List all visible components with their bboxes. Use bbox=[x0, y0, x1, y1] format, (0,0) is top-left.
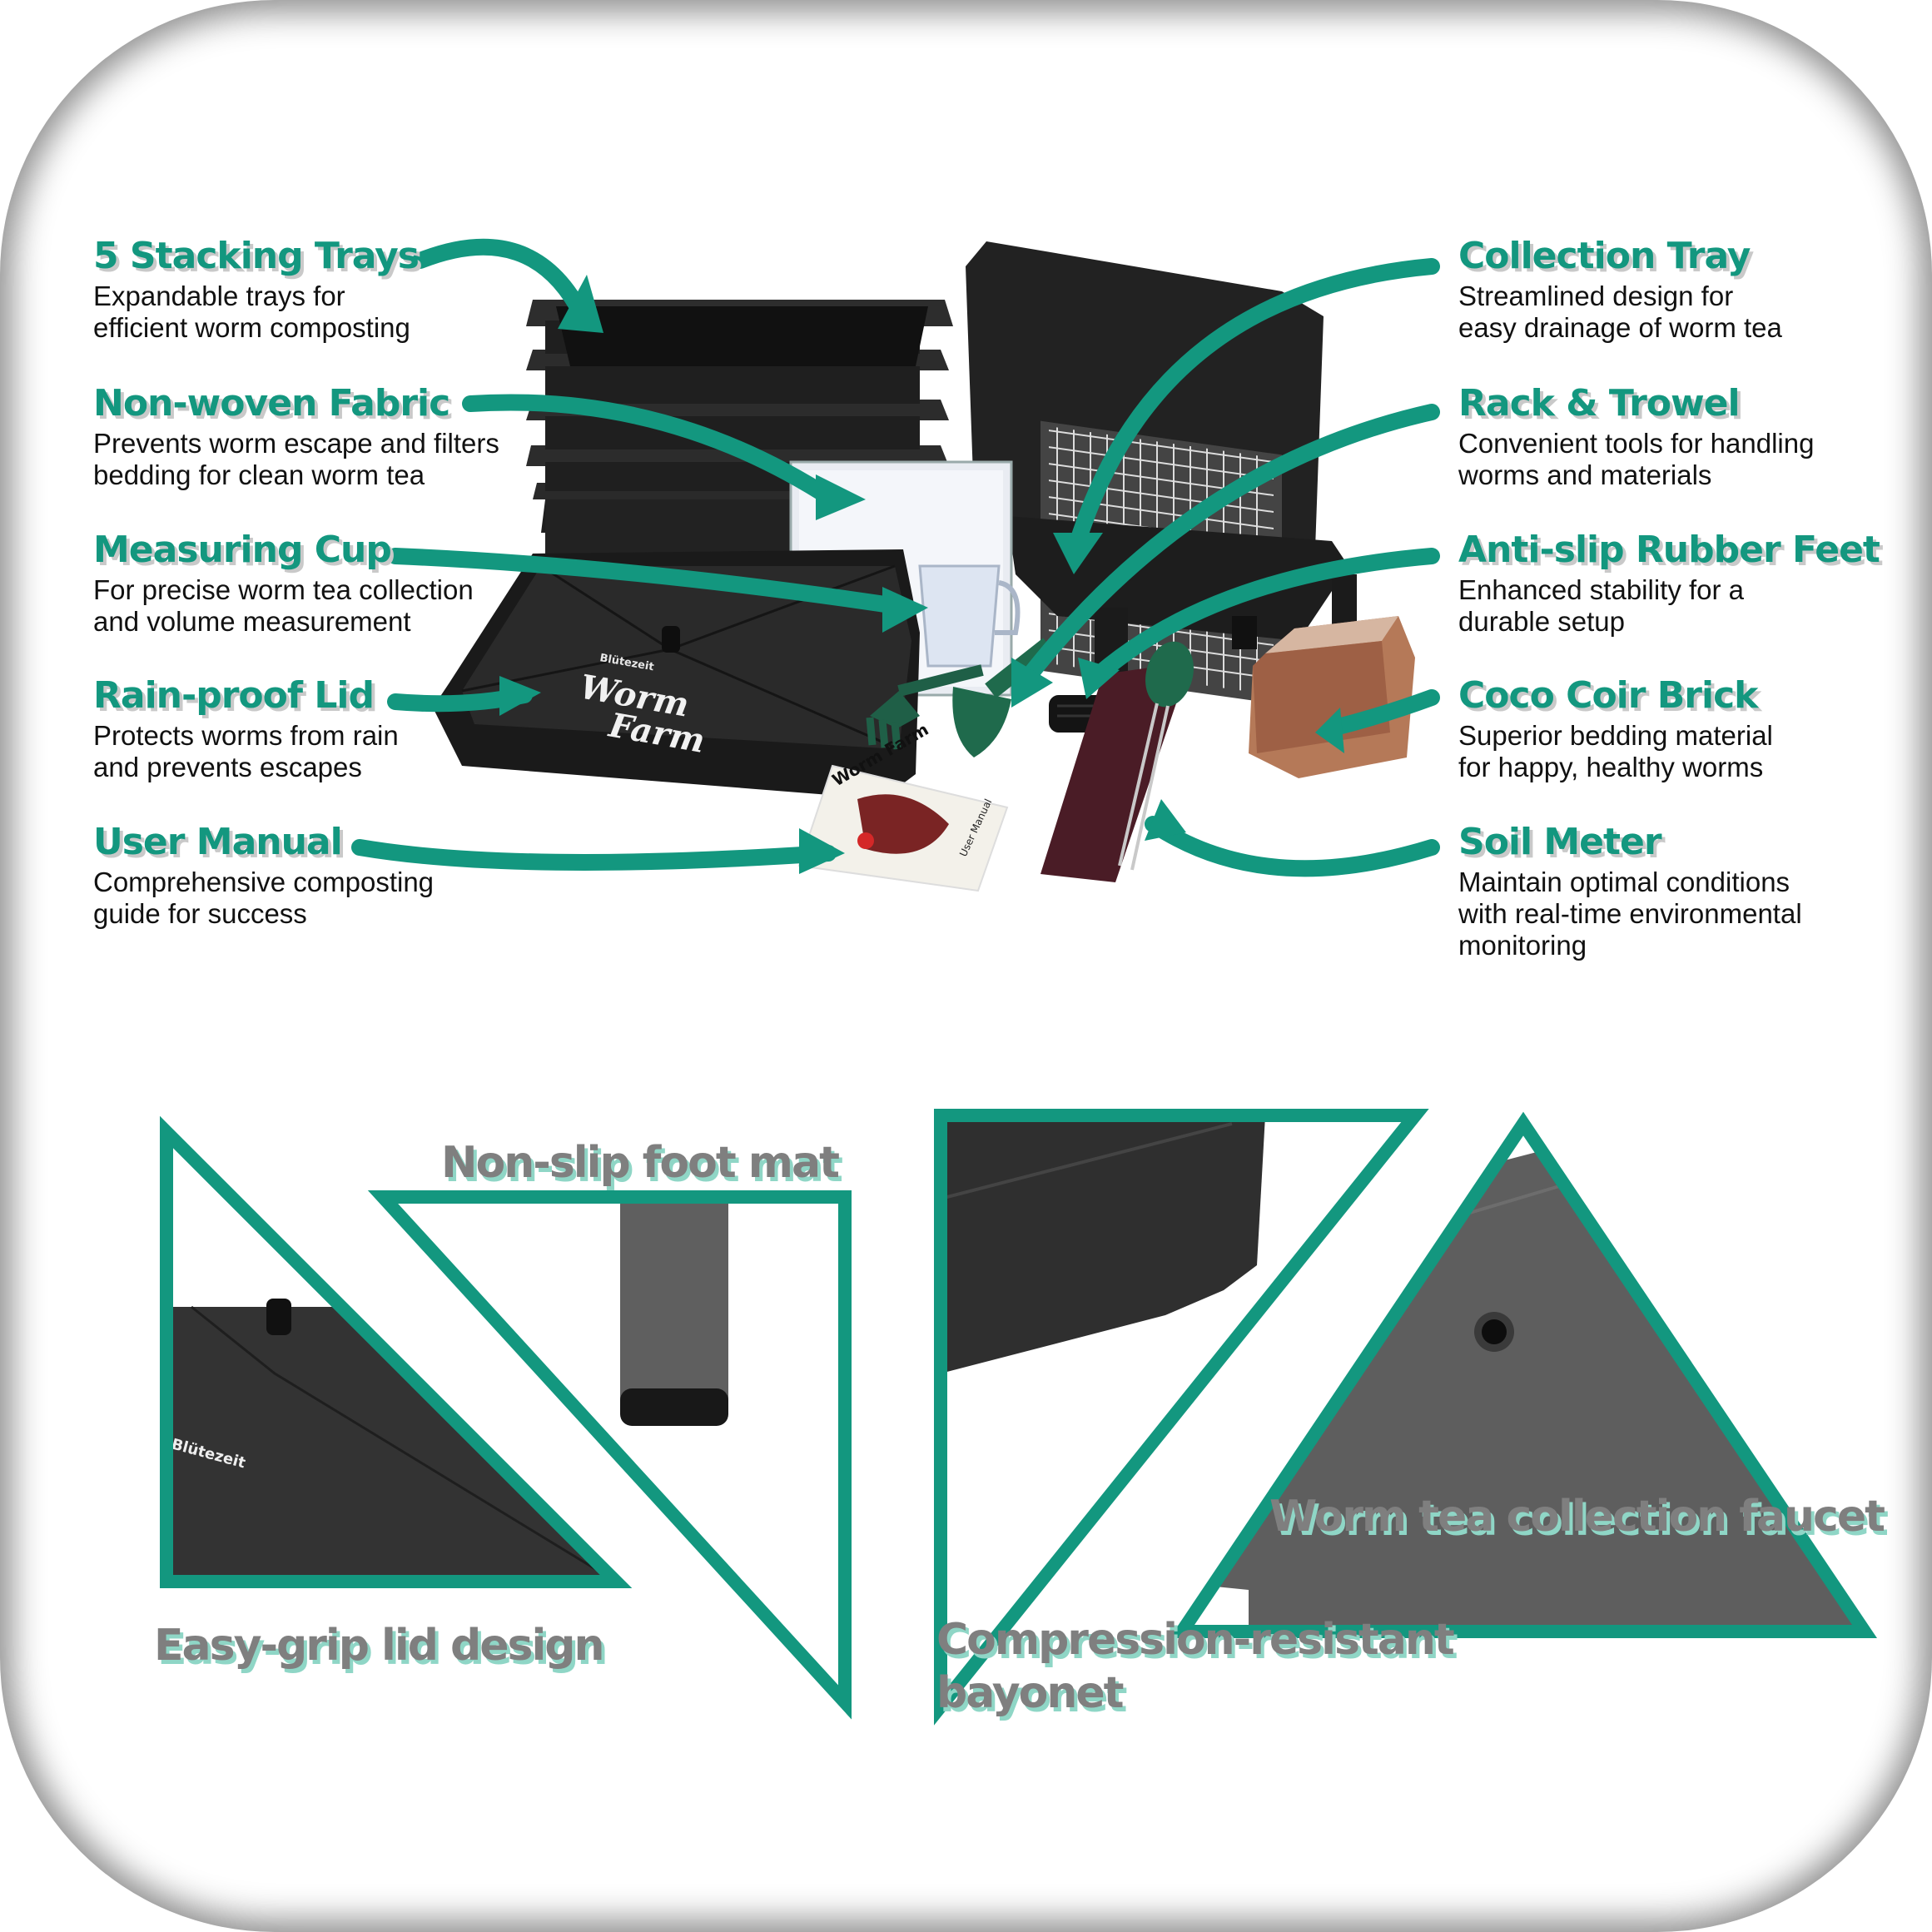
arrow-non-woven-fabric bbox=[462, 394, 841, 508]
feature-title: Measuring Cup bbox=[93, 529, 392, 571]
feature-desc: Enhanced stability for a durable setup bbox=[1458, 574, 1745, 637]
feature-user-manual: User Manual Comprehensive composting gui… bbox=[93, 822, 434, 930]
feature-non-woven-fabric: Non-woven Fabric Prevents worm escape an… bbox=[93, 383, 499, 491]
feature-title: Rack & Trowel bbox=[1458, 382, 1741, 425]
feature-title: 5 Stacking Trays bbox=[93, 235, 420, 277]
detail-non-slip-foot-mat bbox=[367, 1190, 852, 1720]
measuring-cup bbox=[918, 564, 1021, 668]
feature-desc: For precise worm tea collection and volu… bbox=[93, 574, 474, 637]
arrow-measuring-cup bbox=[387, 548, 916, 616]
caption-compression-bayonet: Compression-resistant bayonet bbox=[936, 1615, 1455, 1718]
arrow-rack-trowel bbox=[1016, 404, 1440, 691]
arrow-user-manual bbox=[351, 839, 837, 871]
caption-worm-tea-faucet: Worm tea collection faucet bbox=[1269, 1492, 1885, 1542]
arrow-rubber-feet bbox=[1090, 548, 1440, 683]
arrow-stacking-trays bbox=[412, 238, 591, 325]
arrow-soil-meter bbox=[1145, 816, 1440, 877]
soil-meter bbox=[1040, 641, 1194, 882]
caption-non-slip-foot-mat: Non-slip foot mat bbox=[441, 1138, 840, 1188]
feature-title: User Manual bbox=[93, 821, 343, 863]
feature-soil-meter: Soil Meter Maintain optimal conditions w… bbox=[1458, 822, 1802, 961]
stacking-trays bbox=[526, 300, 953, 558]
feature-anti-slip-feet: Anti-slip Rubber Feet Enhanced stability… bbox=[1458, 529, 1880, 638]
arrow-coco-coir bbox=[1324, 689, 1440, 737]
arrow-heads bbox=[499, 275, 1344, 874]
feature-rain-proof-lid: Rain-proof Lid Protects worms from rain … bbox=[93, 675, 399, 783]
detail-easy-grip-lid: Blütezeit bbox=[160, 1115, 633, 1588]
feature-coco-coir-brick: Coco Coir Brick Superior bedding materia… bbox=[1458, 675, 1773, 783]
feature-title: Coco Coir Brick bbox=[1458, 674, 1758, 717]
feature-title: Soil Meter bbox=[1458, 821, 1662, 863]
feature-title: Anti-slip Rubber Feet bbox=[1458, 529, 1880, 571]
detail-compression-bayonet bbox=[934, 1109, 1429, 1726]
feature-desc: Comprehensive composting guide for succe… bbox=[93, 867, 435, 929]
feature-desc: Superior bedding material for happy, hea… bbox=[1458, 720, 1773, 782]
feature-measuring-cup: Measuring Cup For precise worm tea colle… bbox=[93, 529, 474, 638]
caption-easy-grip-lid: Easy-grip lid design bbox=[154, 1621, 605, 1671]
feature-desc: Streamlined design for easy drainage of … bbox=[1458, 281, 1782, 343]
callout-arrows bbox=[351, 238, 1440, 877]
feature-title: Rain-proof Lid bbox=[93, 674, 375, 717]
feature-stacking-trays: 5 Stacking Trays Expandable trays for ef… bbox=[93, 235, 420, 344]
feature-rack-trowel: Rack & Trowel Convenient tools for handl… bbox=[1458, 383, 1814, 491]
feature-title: Non-woven Fabric bbox=[93, 382, 450, 425]
feature-collection-tray: Collection Tray Streamlined design for e… bbox=[1458, 236, 1782, 344]
feature-title: Collection Tray bbox=[1458, 235, 1751, 277]
feature-desc: Maintain optimal conditions with real-ti… bbox=[1458, 867, 1802, 961]
feature-desc: Convenient tools for handling worms and … bbox=[1458, 428, 1815, 490]
feature-desc: Prevents worm escape and filters bedding… bbox=[93, 428, 499, 490]
arrow-collection-tray bbox=[1070, 258, 1440, 549]
feature-desc: Protects worms from rain and prevents es… bbox=[93, 720, 399, 782]
feature-desc: Expandable trays for efficient worm comp… bbox=[93, 281, 410, 343]
rain-proof-lid: Blütezeit Worm Farm bbox=[433, 549, 920, 799]
